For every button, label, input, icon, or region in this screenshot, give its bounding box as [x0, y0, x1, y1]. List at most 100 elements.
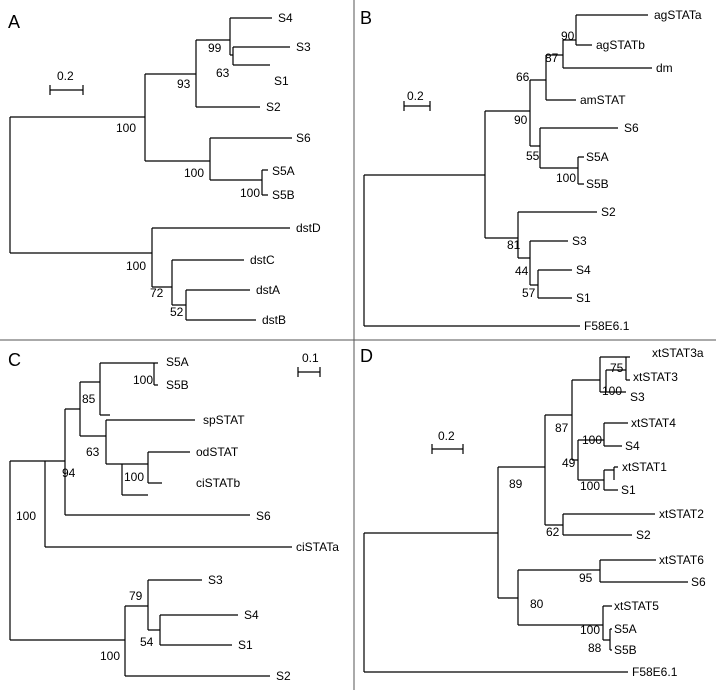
support-value: 80: [530, 597, 544, 611]
leaf-label: xtSTAT5: [614, 599, 659, 613]
panel-c-scale-bar: 0.1: [297, 351, 321, 377]
panel-c-branches: [9, 362, 292, 677]
support-value: 94: [62, 466, 76, 480]
panel-b-leaf-labels: agSTATa agSTATb dm amSTAT S6 S5A S5B S2 …: [572, 8, 702, 333]
support-value: 100: [602, 384, 622, 398]
panel-d-scale-bar: 0.2: [431, 429, 464, 454]
leaf-label: S4: [576, 263, 591, 277]
leaf-label: S5B: [166, 378, 189, 392]
support-value: 87: [555, 421, 569, 435]
leaf-label: S2: [276, 669, 291, 683]
panel-a-support-values: 99 63 93 100 100 100 100 72 52: [116, 41, 260, 319]
leaf-label: S6: [691, 575, 706, 589]
panel-b-support-values: 90 87 66 90 55 100 81 44 57: [507, 29, 576, 300]
support-value: 55: [526, 149, 540, 163]
leaf-label: S3: [208, 573, 223, 587]
panel-b-scale-bar: 0.2: [403, 89, 431, 111]
support-value: 63: [86, 445, 100, 459]
panel-a-scale-bar: 0.2: [49, 69, 84, 95]
leaf-label: F58E6.1: [584, 319, 630, 333]
leaf-label: S2: [601, 205, 616, 219]
leaf-label: dstA: [256, 283, 280, 297]
support-value: 100: [124, 470, 144, 484]
leaf-label: xtSTAT4: [631, 416, 676, 430]
panel-c-leaf-labels: S5A S5B spSTAT odSTAT ciSTATb S6 ciSTATa…: [166, 355, 339, 683]
panel-b-letter: B: [360, 8, 372, 28]
leaf-label: agSTATa: [654, 8, 702, 22]
panel-a: A 0.2 S4 S3 S1 S2 S6 S5A S5B dstD dstC d…: [8, 11, 321, 327]
leaf-label: S5A: [586, 150, 609, 164]
panel-c-letter: C: [8, 350, 21, 370]
leaf-label: S1: [621, 483, 636, 497]
support-value: 75: [610, 361, 624, 375]
support-value: 100: [582, 433, 602, 447]
leaf-label: S5B: [586, 177, 609, 191]
leaf-label: S3: [630, 390, 645, 404]
leaf-label: xtSTAT3a: [652, 346, 704, 360]
support-value: 57: [522, 286, 536, 300]
support-value: 88: [588, 641, 602, 655]
support-value: 100: [556, 171, 576, 185]
support-value: 99: [208, 41, 222, 55]
leaf-label: S4: [244, 608, 259, 622]
leaf-label: xtSTAT1: [622, 460, 667, 474]
support-value: 100: [116, 121, 136, 135]
support-value: 52: [170, 305, 184, 319]
panel-d: D 0.2 xtSTAT3a xtSTAT3 S3 xtSTAT4 S4 xtS…: [360, 346, 706, 679]
leaf-label: S1: [238, 638, 253, 652]
support-value: 79: [129, 589, 143, 603]
leaf-label: dstD: [296, 221, 321, 235]
leaf-label: S1: [576, 291, 591, 305]
leaf-label: S5A: [272, 164, 295, 178]
support-value: 100: [133, 373, 153, 387]
leaf-label: S4: [625, 439, 640, 453]
support-value: 62: [546, 525, 560, 539]
panel-c-scale-label: 0.1: [302, 351, 319, 365]
panel-d-letter: D: [360, 346, 373, 366]
support-value: 81: [507, 238, 521, 252]
leaf-label: spSTAT: [203, 413, 245, 427]
support-value: 100: [184, 166, 204, 180]
support-value: 44: [515, 264, 529, 278]
support-value: 100: [240, 186, 260, 200]
leaf-label: xtSTAT6: [659, 553, 704, 567]
panel-b-scale-label: 0.2: [407, 89, 424, 103]
panel-d-scale-label: 0.2: [438, 429, 455, 443]
support-value: 54: [140, 635, 154, 649]
leaf-label: S5A: [614, 622, 637, 636]
support-value: 87: [545, 51, 559, 65]
support-value: 93: [177, 77, 191, 91]
panel-d-branches: [363, 356, 688, 673]
leaf-label: S5B: [272, 188, 295, 202]
leaf-label: S5B: [614, 643, 637, 657]
support-value: 100: [580, 479, 600, 493]
support-value: 100: [580, 623, 600, 637]
support-value: 95: [579, 571, 593, 585]
leaf-label: odSTAT: [196, 445, 239, 459]
support-value: 63: [216, 66, 230, 80]
leaf-label: S6: [624, 121, 639, 135]
leaf-label: S6: [296, 131, 311, 145]
panel-c-support-values: 100 85 63 100 94 100 79 54 100: [16, 373, 154, 663]
leaf-label: xtSTAT3: [633, 370, 678, 384]
support-value: 85: [82, 392, 96, 406]
leaf-label: ciSTATa: [296, 540, 339, 554]
leaf-label: S2: [266, 100, 281, 114]
support-value: 100: [126, 259, 146, 273]
support-value: 89: [509, 477, 523, 491]
panel-d-support-values: 75 100 87 100 49 100 89 62 95 80 100 88: [509, 361, 624, 655]
leaf-label: F58E6.1: [632, 665, 678, 679]
leaf-label: S3: [572, 234, 587, 248]
panel-b: B 0.2 agSTATa agSTATb dm amSTAT S6 S5A S…: [360, 8, 702, 333]
panel-d-leaf-labels: xtSTAT3a xtSTAT3 S3 xtSTAT4 S4 xtSTAT1 S…: [614, 346, 706, 679]
leaf-label: S1: [274, 74, 289, 88]
support-value: 90: [561, 29, 575, 43]
panel-a-scale-label: 0.2: [57, 69, 74, 83]
panel-c: C 0.1 S5A S5B spSTAT odSTAT ciSTATb S6 c…: [8, 350, 339, 683]
leaf-label: S2: [636, 528, 651, 542]
leaf-label: dstB: [262, 313, 286, 327]
support-value: 66: [516, 70, 530, 84]
leaf-label: ciSTATb: [196, 476, 241, 490]
support-value: 49: [562, 456, 576, 470]
